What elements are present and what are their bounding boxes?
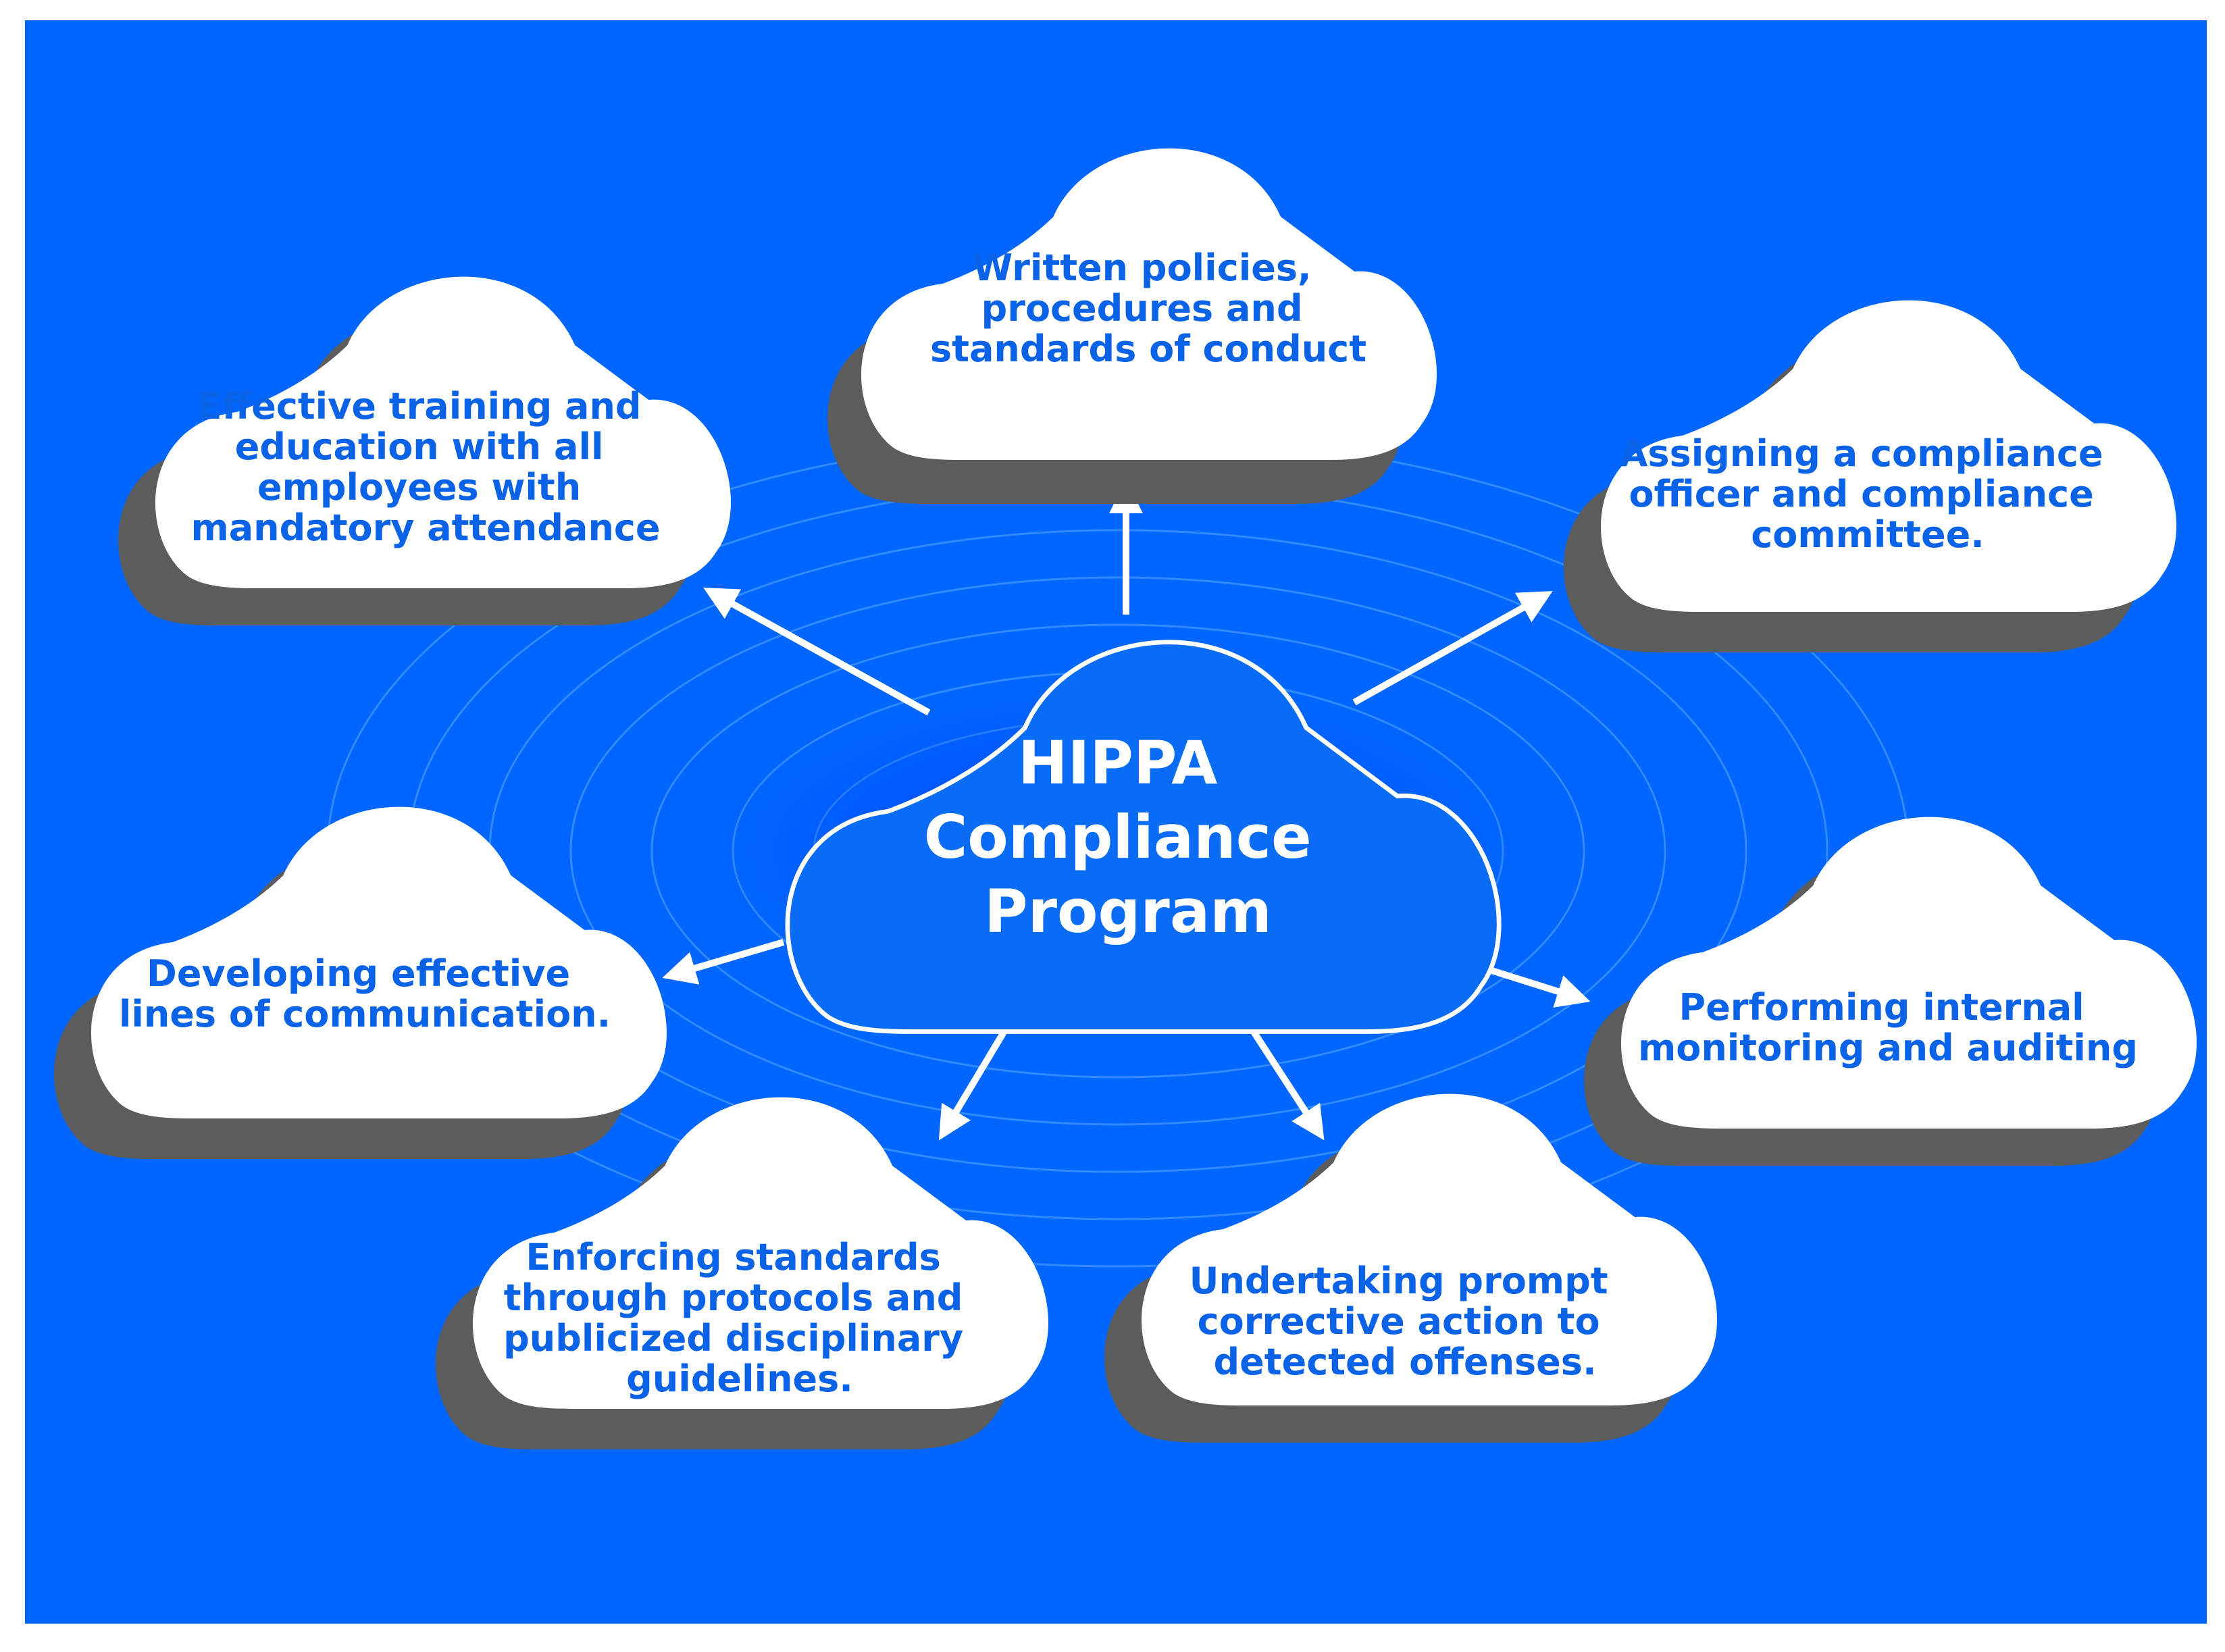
cloud-officer-text: Assigning a compliance officer and compl…	[1620, 432, 2116, 556]
cloud-policies: Written policies, procedures and standar…	[827, 148, 1437, 504]
cloud-corrective-text: Undertaking prompt corrective action to …	[1190, 1260, 1621, 1383]
center-title-line-2: Compliance	[924, 802, 1312, 872]
arrow-to-communication	[662, 939, 785, 985]
center-title-line-3: Program	[984, 877, 1272, 946]
cloud-corrective: Undertaking prompt corrective action to …	[1104, 1093, 1717, 1443]
arrow-to-training	[703, 588, 931, 716]
cloud-enforcing-text: Enforcing standards through protocols an…	[503, 1236, 976, 1400]
cloud-training: Effective training and education with al…	[118, 276, 731, 625]
center-title: HIPPA Compliance Program	[924, 728, 1333, 946]
cloud-communication: Developing effective lines of communicat…	[53, 806, 667, 1159]
ring-5	[569, 576, 1666, 1126]
cloud-officer: Assigning a compliance officer and compl…	[1563, 300, 2176, 652]
cloud-policies-text: Written policies, procedures and standar…	[930, 247, 1366, 370]
cloud-enforcing: Enforcing standards through protocols an…	[435, 1097, 1048, 1449]
ring-4	[650, 623, 1585, 1079]
cloud-training-text: Effective training and education with al…	[190, 385, 660, 549]
cloud-monitoring-text: Performing internal monitoring and audit…	[1638, 986, 2138, 1069]
cloud-monitoring: Performing internal monitoring and audit…	[1583, 817, 2197, 1166]
cloud-communication-text: Developing effective lines of communicat…	[119, 952, 611, 1035]
arrow-to-officer	[1352, 591, 1553, 706]
center-title-line-1: HIPPA	[1018, 728, 1217, 798]
